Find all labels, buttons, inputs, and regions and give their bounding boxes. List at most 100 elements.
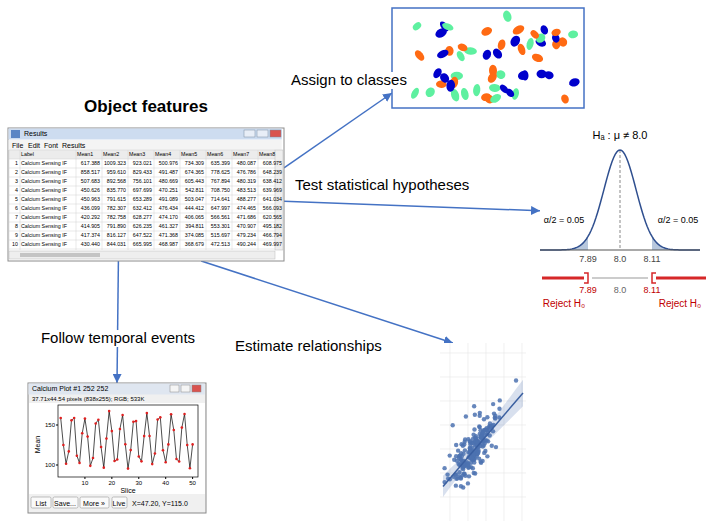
menu-item: Font: [44, 142, 58, 149]
table-cell: 959.610: [107, 170, 126, 175]
table-cell: 474.170: [159, 215, 178, 220]
table-cell: Calcium Sensing IF: [21, 206, 67, 211]
table-cell: 450.963: [81, 197, 100, 202]
table-cell: Calcium Sensing IF: [21, 242, 67, 247]
column-header: Mean4: [155, 152, 171, 157]
tick-label: 150: [45, 422, 55, 428]
table-cell: 6: [15, 206, 18, 211]
table-cell: 566.561: [211, 215, 230, 220]
tick-label: 50: [189, 480, 196, 486]
tick-label: 8.0: [614, 255, 627, 264]
critical-value: 8.11: [644, 286, 661, 295]
edge-label: Follow temporal events: [38, 330, 198, 347]
table-cell: 835.770: [107, 188, 126, 193]
button-label: List: [36, 500, 47, 507]
column-header: Mean7: [233, 152, 249, 157]
table-cell: 8: [15, 224, 18, 229]
table-cell: 620.565: [263, 215, 282, 220]
image-frame: [392, 8, 584, 108]
hypothesis-test-chart: Hₐ : μ ≠ 8.0 α/2 = 0.05 α/2 = 0.05 7.89 8.0 8…: [540, 128, 710, 312]
table-cell: 653.289: [133, 197, 152, 202]
table-cell: 470.907: [237, 224, 256, 229]
table-cell: 436.099: [81, 206, 100, 211]
table-cell: 471.686: [237, 215, 256, 220]
hypothesis-label: Hₐ : μ ≠ 8.0: [593, 130, 648, 141]
table-cell: Calcium Sensing IF: [21, 233, 67, 238]
edge-label: Assign to classes: [288, 72, 410, 89]
table-cell: 647.997: [211, 206, 230, 211]
table-cell: 470.251: [159, 188, 178, 193]
table-cell: 394.811: [185, 224, 204, 229]
table-cell: 479.234: [237, 233, 256, 238]
table-cell: 471.368: [159, 233, 178, 238]
table-cell: 480.319: [237, 179, 256, 184]
table-cell: 420.292: [81, 215, 100, 220]
table-cell: 7: [15, 215, 18, 220]
alpha-label: α/2 = 0.05: [544, 216, 584, 225]
table-cell: 626.235: [133, 224, 152, 229]
table-cell: 476.434: [159, 206, 178, 211]
table-cell: 9: [15, 233, 18, 238]
table-cell: 483.513: [237, 188, 256, 193]
table-cell: 756.101: [133, 179, 152, 184]
table-cell: 490.244: [237, 242, 256, 247]
table-cell: 791.615: [107, 197, 126, 202]
tick-label: 8.11: [644, 255, 661, 264]
image-info: 37.71x44.54 pixels (838x255); RGB; 533K: [32, 396, 144, 402]
column-header: Mean3: [129, 152, 145, 157]
table-cell: 474.465: [237, 206, 256, 211]
table-cell: 542.811: [185, 188, 204, 193]
table-cell: 566.093: [263, 206, 282, 211]
table-cell: 674.365: [185, 170, 204, 175]
menu-item: Edit: [28, 142, 40, 149]
arrow-connector: [284, 201, 540, 211]
table-cell: 714.641: [211, 197, 230, 202]
table-cell: 495.182: [263, 224, 282, 229]
table-cell: 608.975: [263, 161, 282, 166]
table-cell: 3: [15, 179, 18, 184]
table-cell: 476.786: [237, 170, 256, 175]
table-cell: 858.517: [81, 170, 100, 175]
axis-title: Slice: [120, 487, 135, 494]
tick-label: 30: [135, 480, 142, 486]
edge-label: Estimate relationships: [232, 338, 385, 355]
table-cell: 507.683: [81, 179, 100, 184]
table-cell: 641.034: [263, 197, 282, 202]
table-cell: 1009.323: [104, 161, 126, 166]
tick-label: 40: [162, 480, 169, 486]
table-cell: 605.443: [185, 179, 204, 184]
axis-title: Mean: [34, 436, 41, 454]
column-header: Mean8: [259, 152, 275, 157]
table-cell: 782.307: [107, 206, 126, 211]
column-header: Label: [21, 152, 34, 157]
table-cell: 472.513: [211, 242, 230, 247]
table-cell: 500.976: [159, 161, 178, 166]
cell-objects: [409, 9, 580, 105]
arrow-connector: [201, 261, 453, 343]
table-cell: Calcium Sensing IF: [21, 215, 67, 220]
critical-value: 7.89: [579, 286, 597, 295]
section-heading: Object features: [84, 98, 208, 115]
table-cell: 791.890: [107, 224, 126, 229]
button-label: Save...: [54, 500, 76, 507]
table-cell: 466.794: [263, 233, 282, 238]
alpha-label: α/2 = 0.05: [658, 216, 698, 225]
arrow-connector: [117, 261, 118, 383]
scatter-plot: [440, 343, 526, 521]
table-cell: 767.894: [211, 179, 230, 184]
table-cell: 503.047: [185, 197, 204, 202]
table-cell: 480.087: [237, 161, 256, 166]
table-cell: 923.021: [133, 161, 152, 166]
table-cell: 374.085: [185, 233, 204, 238]
table-cell: 450.626: [81, 188, 100, 193]
table-cell: 816.127: [107, 233, 126, 238]
table-cell: Calcium Sensing IF: [21, 224, 67, 229]
table-cell: 417.374: [81, 233, 100, 238]
table-cell: Calcium Sensing IF: [21, 179, 67, 184]
table-cell: 491.487: [159, 170, 178, 175]
segmentation-image-art: [392, 8, 584, 108]
tick-label: 100: [45, 462, 55, 468]
table-cell: 648.239: [263, 170, 282, 175]
table-cell: 10: [12, 242, 18, 247]
reject-label: Reject H₀: [659, 299, 702, 309]
